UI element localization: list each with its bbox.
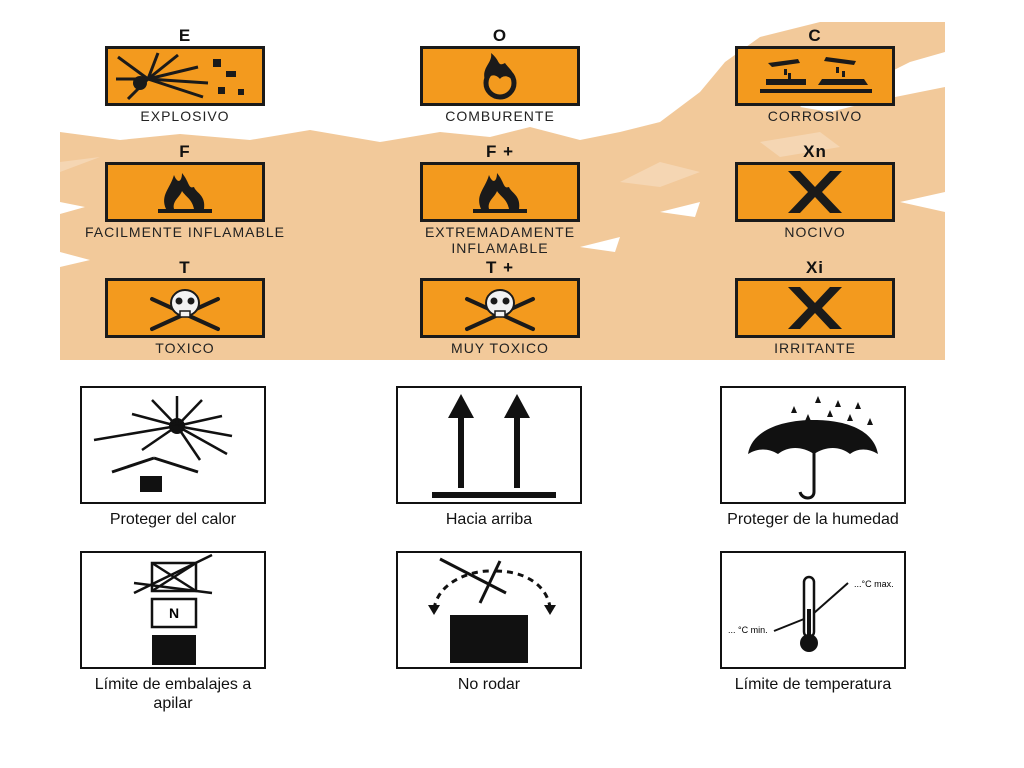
hazard-code: O [492, 26, 508, 45]
pkg-stacking-limit: N Límite de embalajes a apilar [53, 551, 293, 713]
hazard-harmful: Xn NOCIVO [710, 142, 920, 240]
hazard-code: T [179, 258, 191, 277]
skull-crossbones-icon [105, 278, 265, 338]
this-way-up-icon [396, 386, 582, 504]
hazard-name: EXTREMADAMENTE INFLAMABLE [424, 224, 576, 256]
pkg-label: Proteger de la humedad [727, 511, 899, 528]
stack-count-letter: N [168, 605, 180, 621]
hazard-name: TOXICO [155, 340, 215, 356]
hazard-name: MUY TOXICO [451, 340, 549, 356]
hazard-corrosive: C CORROSIVO [710, 26, 920, 124]
hazard-name: NOCIVO [784, 224, 846, 240]
hazard-code: C [808, 26, 822, 45]
hazard-name: IRRITANTE [774, 340, 856, 356]
hazard-explosive: E EXPLOSIVO [80, 26, 290, 124]
pkg-label: Límite de embalajes a apilar [94, 676, 252, 712]
pkg-protect-from-heat: Proteger del calor [53, 386, 293, 529]
hazard-name: COMBURENTE [445, 108, 555, 124]
hazard-name: CORROSIVO [767, 108, 863, 124]
pkg-temperature-limit: ...°C max. ... °C min. Límite de tempera… [693, 551, 933, 694]
flame-over-circle-icon [420, 46, 580, 106]
hazard-code: E [178, 26, 192, 45]
hazard-irritant: Xi IRRITANTE [710, 258, 920, 356]
hazard-very-toxic: T + MUY TOXICO [395, 258, 605, 356]
hazard-highly-flammable: F FACILMENTE INFLAMABLE [80, 142, 290, 240]
hazard-code: Xi [805, 258, 825, 277]
sun-heat-icon [80, 386, 266, 504]
hazard-code: Xn [803, 142, 827, 161]
explosion-icon [105, 46, 265, 106]
no-rolling-icon [396, 551, 582, 669]
thermo-max-label: ...°C max. [854, 579, 894, 589]
hazard-code: F + [485, 142, 515, 161]
pkg-label: Hacia arriba [445, 511, 533, 528]
hazard-toxic: T TOXICO [80, 258, 290, 356]
hazard-extremely-flammable: F + EXTREMADAMENTE INFLAMABLE [395, 142, 605, 256]
pkg-protect-from-moisture: Proteger de la humedad [693, 386, 933, 529]
hazard-oxidizing: O COMBURENTE [395, 26, 605, 124]
pkg-label: Proteger del calor [109, 511, 237, 528]
hazard-name: EXPLOSIVO [140, 108, 230, 124]
thermometer-icon: ...°C max. ... °C min. [720, 551, 906, 669]
pkg-this-way-up: Hacia arriba [369, 386, 609, 529]
stacking-limit-icon: N [80, 551, 266, 669]
umbrella-rain-icon [720, 386, 906, 504]
flame-icon [420, 162, 580, 222]
corrosion-icon [735, 46, 895, 106]
cross-icon [735, 278, 895, 338]
pkg-label: Límite de temperatura [734, 676, 892, 693]
hazard-code: T + [485, 258, 515, 277]
flame-icon [105, 162, 265, 222]
hazard-symbols-panel: E EXPLOSIVO O COMBURENTE [60, 22, 945, 360]
pkg-label: No rodar [457, 676, 521, 693]
pkg-do-not-roll: No rodar [369, 551, 609, 694]
hazard-code: F [179, 142, 191, 161]
skull-crossbones-icon [420, 278, 580, 338]
thermo-min-label: ... °C min. [728, 625, 768, 635]
cross-icon [735, 162, 895, 222]
hazard-name: FACILMENTE INFLAMABLE [85, 224, 285, 240]
